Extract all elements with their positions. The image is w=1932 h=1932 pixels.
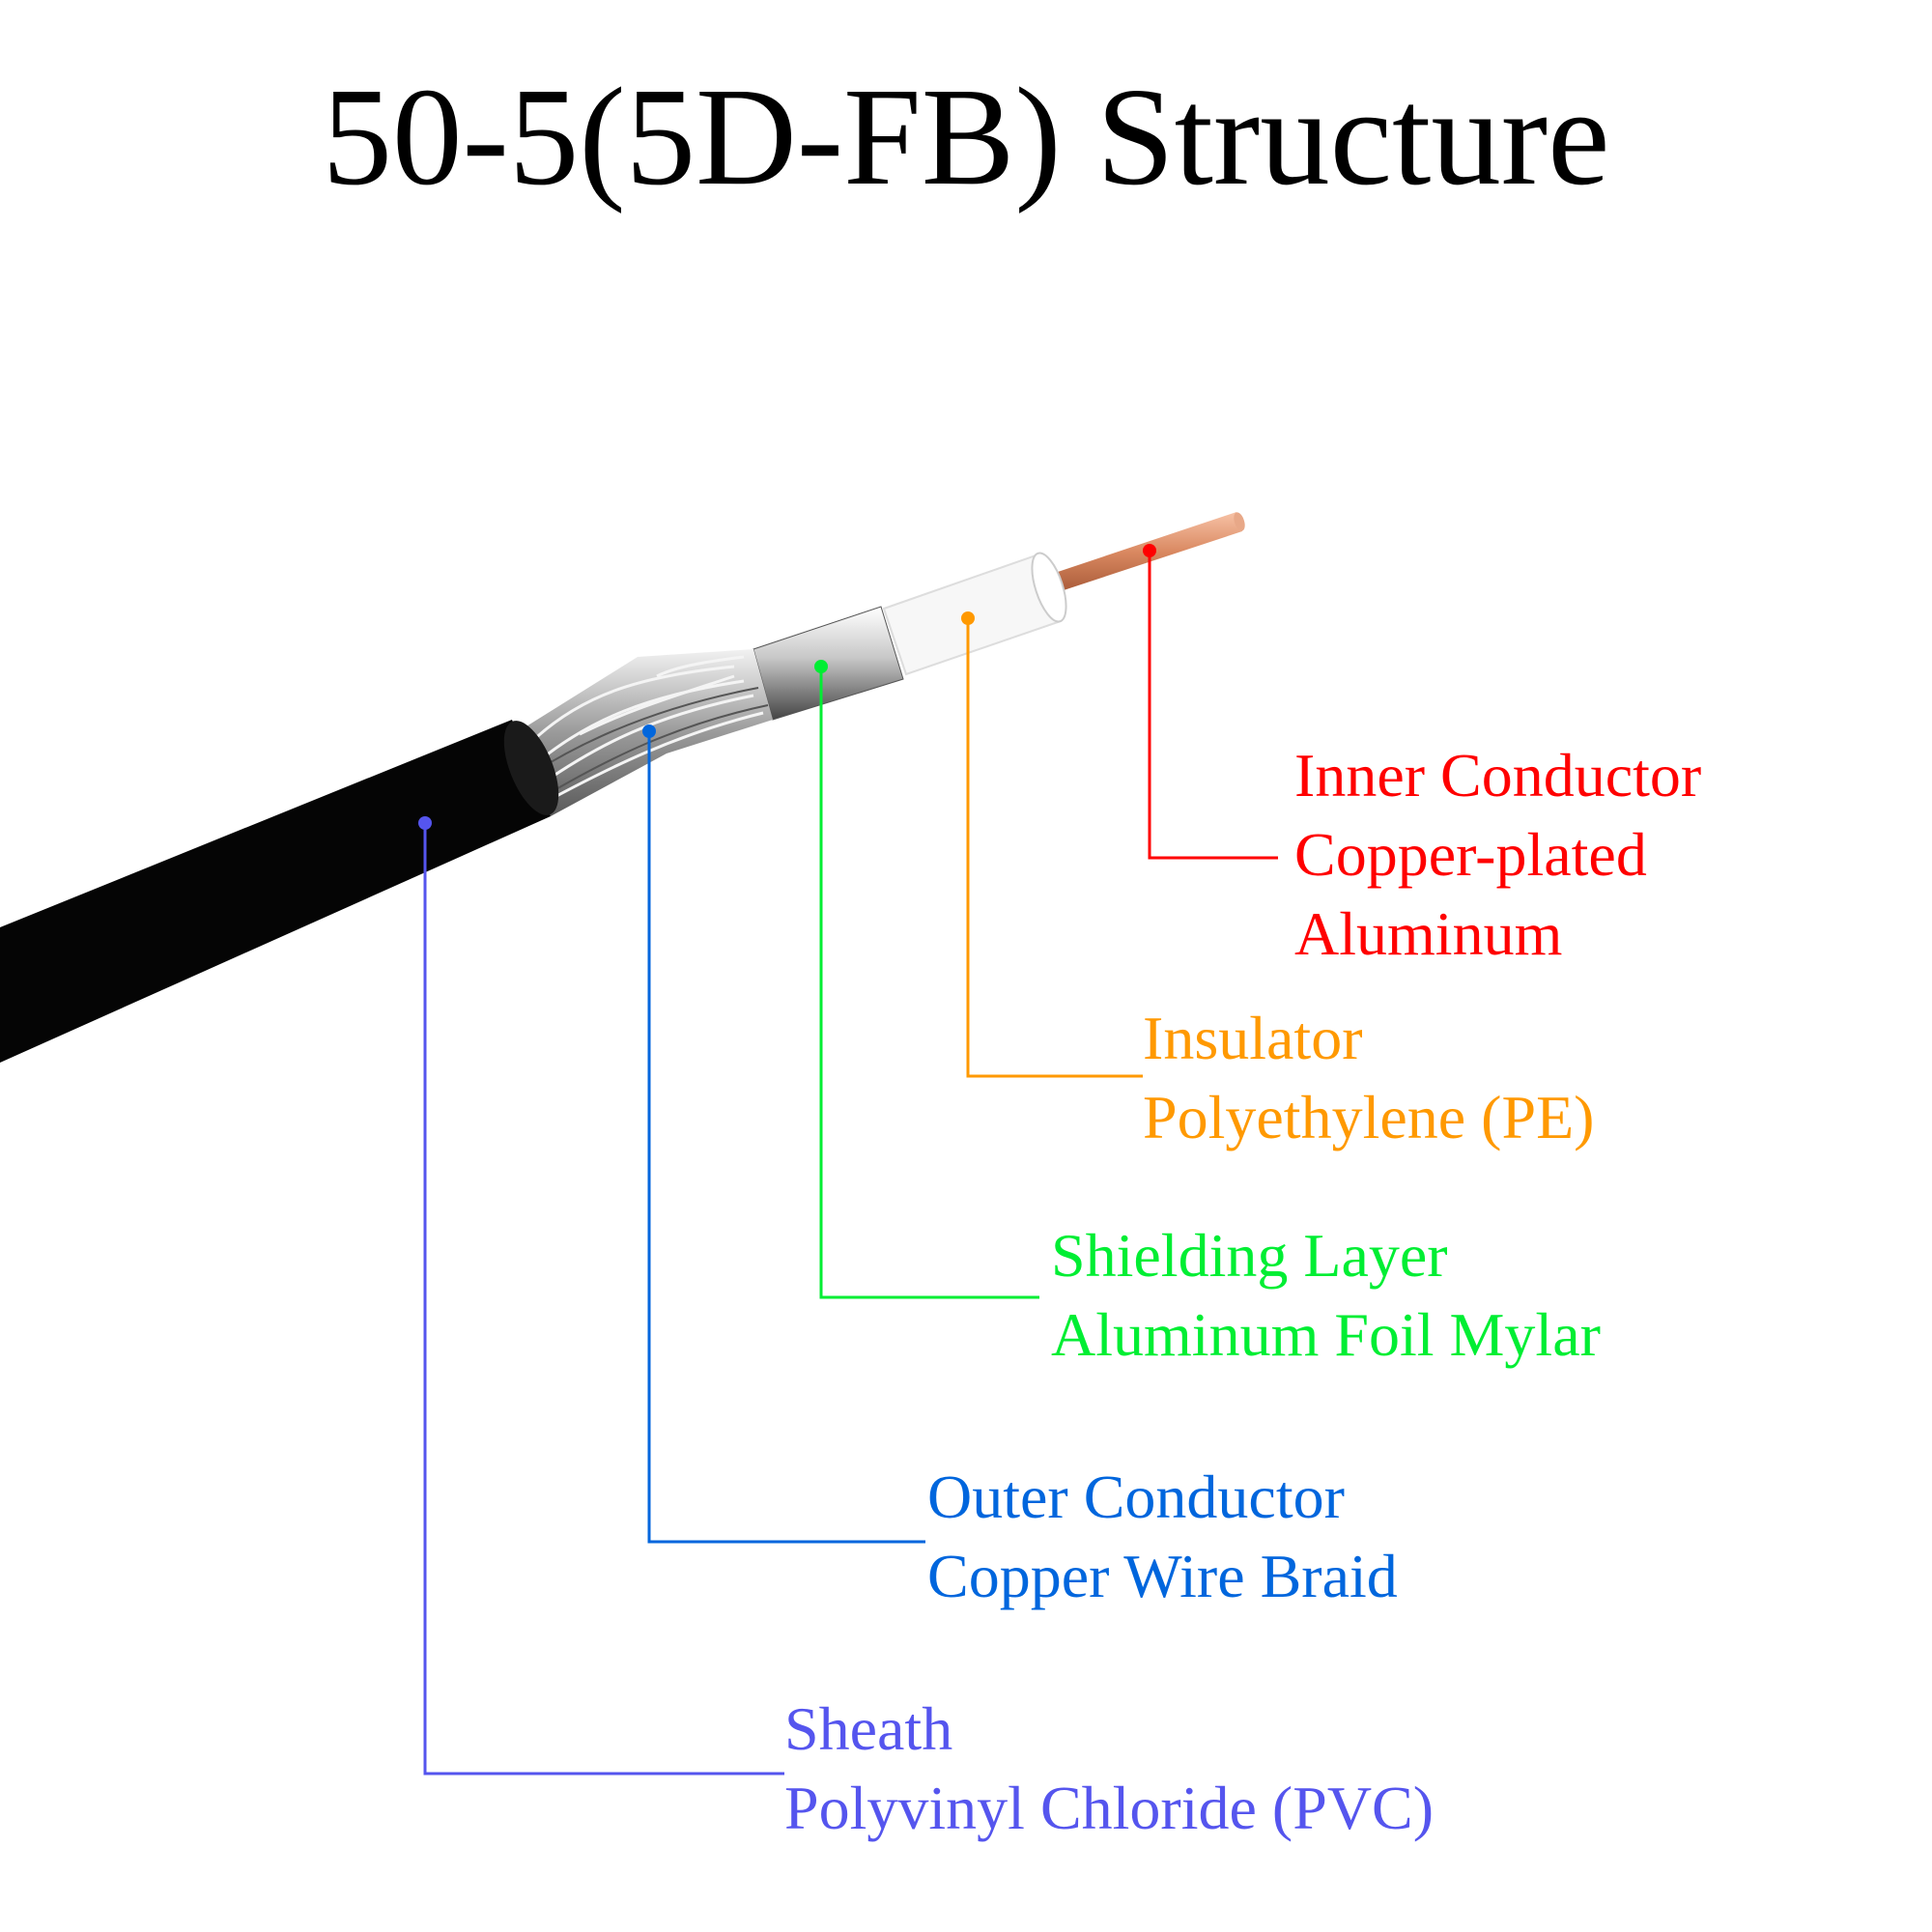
insulator-label: Insulator Polyethylene (PE) [1143, 999, 1594, 1157]
inner-conductor-tip [1234, 512, 1245, 531]
sheath-material: Polyvinyl Chloride (PVC) [784, 1774, 1435, 1842]
sheath-name: Sheath [784, 1694, 953, 1763]
insulator-material: Polyethylene (PE) [1143, 1083, 1595, 1151]
insulator-callout-dot [961, 611, 975, 625]
outer-conductor-material: Copper Wire Braid [927, 1542, 1398, 1610]
sheath-cut-end [503, 721, 559, 815]
shield-callout-dot [814, 660, 828, 673]
inner-conductor-material-line1: Copper-plated [1294, 820, 1647, 889]
insulator-end [1031, 552, 1067, 623]
braid-strands-dark [532, 687, 769, 798]
shield-callout-line [819, 667, 1039, 1299]
sheath-jacket [0, 720, 551, 1063]
outer-conductor-name: Outer Conductor [927, 1463, 1345, 1531]
shielding-layer-label: Shielding Layer Aluminum Foil Mylar [1051, 1216, 1601, 1375]
shielding-layer-name: Shielding Layer [1051, 1221, 1448, 1290]
inner-callout-line [1148, 551, 1278, 860]
sheath-callout-dot [418, 816, 432, 830]
insulator-callout-line [966, 618, 1143, 1078]
outer-conductor-label: Outer Conductor Copper Wire Braid [927, 1458, 1398, 1616]
outer-callout-line [647, 731, 925, 1544]
cable-illustration [0, 512, 1245, 1063]
diagram-title: 50-5(5D-FB) Structure [322, 60, 1610, 214]
outer-callout-dot [642, 724, 656, 738]
braid-strands [527, 655, 764, 804]
inner-conductor-label: Inner Conductor Copper-plated Aluminum [1294, 736, 1701, 974]
inner-conductor-name: Inner Conductor [1294, 741, 1702, 810]
shield-foil-body [753, 606, 904, 721]
callout-lines [423, 551, 1278, 1776]
inner-callout-dot [1143, 544, 1156, 557]
inner-conductor-material-line2: Aluminum [1294, 899, 1563, 968]
callout-dots [418, 544, 1156, 830]
shielding-layer-material: Aluminum Foil Mylar [1051, 1300, 1601, 1369]
sheath-label: Sheath Polyvinyl Chloride (PVC) [784, 1690, 1434, 1848]
sheath-callout-line [423, 823, 784, 1776]
insulator-name: Insulator [1143, 1004, 1363, 1072]
